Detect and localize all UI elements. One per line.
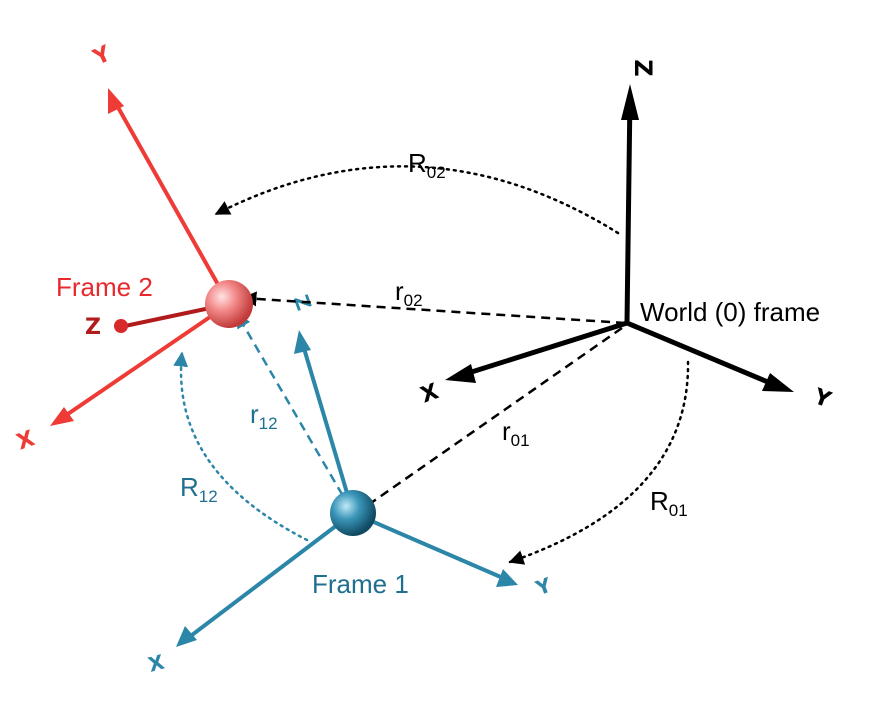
frame2-origin-sphere: [205, 280, 253, 328]
r01-label: r01: [502, 416, 530, 450]
r01-vector: [356, 326, 623, 514]
frame2-x-axis: [60, 302, 231, 420]
svg-text:R02: R02: [408, 148, 446, 182]
frame2-z-axis-label: Z: [85, 315, 101, 340]
world-x-arrowhead: [445, 364, 476, 383]
r02-vector: [241, 291, 626, 325]
R12-arc: [173, 351, 309, 542]
translation-vectors: [235, 291, 626, 514]
world-x-axis-label: X: [418, 379, 443, 408]
r12-vector: [235, 312, 352, 509]
frame2-y-arrowhead: [108, 88, 124, 114]
frame1-y-arrowhead: [496, 569, 518, 587]
frame2-x-axis-label: X: [14, 426, 39, 455]
frame1-label: Frame 1: [312, 569, 409, 599]
R02-arc: [214, 165, 620, 235]
r12-label: r12: [250, 399, 278, 433]
world-frame-label: World (0) frame: [640, 297, 820, 327]
world-x-axis: [461, 320, 628, 378]
frame2-label: Frame 2: [56, 272, 153, 302]
frame1-x-axis-label: X: [146, 650, 168, 677]
frame1-z-axis: [301, 344, 355, 514]
R01-arc: [508, 360, 690, 565]
world-z-axis: [624, 94, 633, 324]
R12-label: R12: [180, 472, 218, 506]
world-z-arrowhead: [621, 84, 639, 120]
world-frame-axes: Z X Y: [418, 59, 835, 413]
svg-text:r01: r01: [502, 416, 530, 450]
frame1-x-arrowhead: [176, 626, 197, 647]
svg-text:R01: R01: [650, 486, 688, 520]
R02-label: R02: [408, 148, 446, 182]
world-z-axis-label: Z: [629, 59, 657, 76]
frame1-y-axis: [352, 511, 504, 580]
frame1-axes: Z Y X: [146, 292, 555, 677]
frame1-z-arrowhead: [294, 330, 311, 354]
frame1-y-axis-label: Y: [532, 572, 555, 600]
svg-text:r02: r02: [395, 276, 423, 310]
frame2-axes: Y X Z: [14, 41, 231, 456]
svg-text:r12: r12: [250, 399, 278, 433]
frame1-x-axis: [186, 511, 355, 640]
frame2-z-axis-end: [114, 319, 128, 333]
rotation-arcs: [173, 165, 690, 565]
svg-text:R12: R12: [180, 472, 218, 506]
r02-label: r02: [395, 276, 423, 310]
frame1-origin-sphere: [330, 490, 376, 536]
R01-label: R01: [650, 486, 688, 520]
frame2-y-axis: [113, 101, 231, 305]
world-y-arrowhead: [762, 373, 794, 392]
frame2-y-axis-label: Y: [89, 41, 116, 71]
world-y-axis: [626, 320, 776, 388]
frame2-x-arrowhead: [50, 407, 74, 426]
world-y-axis-label: Y: [810, 384, 835, 414]
